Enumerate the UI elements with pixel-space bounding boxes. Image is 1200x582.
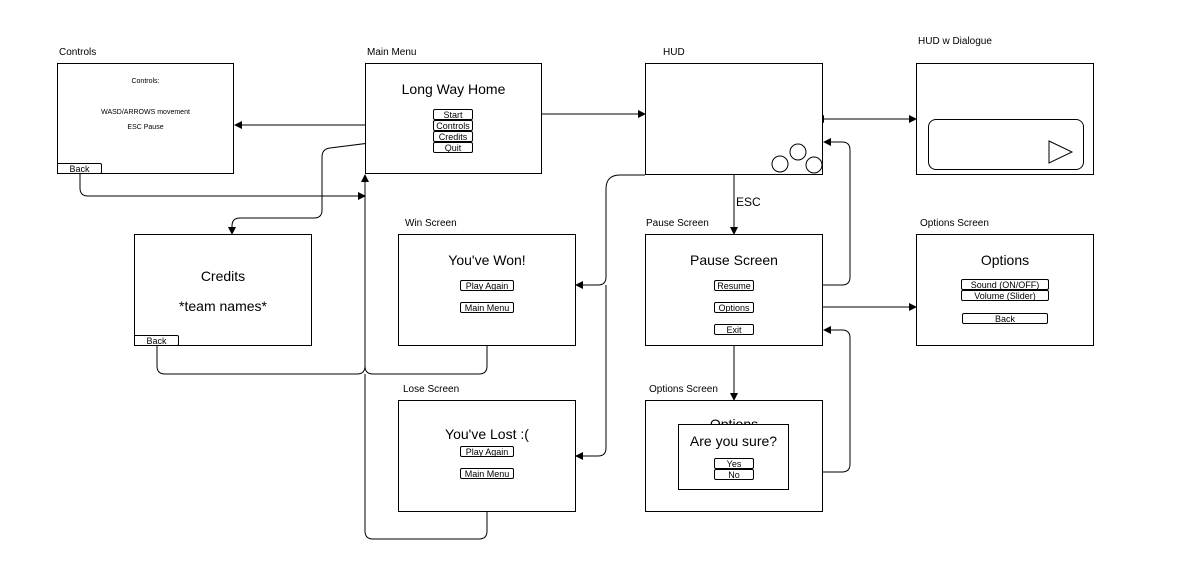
arrow-resume-to-hud — [753, 138, 851, 286]
lose-caption: Lose Screen — [403, 384, 460, 395]
confirm-caption: Options Screen — [649, 384, 718, 395]
start-button[interactable]: Start — [433, 109, 473, 120]
hud-circles — [771, 143, 823, 174]
confirm-question: Are you sure? — [689, 433, 778, 449]
main-menu-caption: Main Menu — [367, 47, 417, 58]
win-play-again-button[interactable]: Play Again — [460, 280, 514, 291]
arrow-hud-to-win — [575, 174, 645, 289]
sound-toggle-button[interactable]: Sound (ON/OFF) — [961, 279, 1049, 290]
controls-movement-text: WASD/ARROWS movement — [101, 109, 190, 116]
hud-circle-icon — [805, 156, 823, 174]
main-menu-title: Long Way Home — [401, 81, 506, 97]
controls-caption: Controls — [59, 47, 97, 58]
controls-button[interactable]: Controls — [433, 120, 473, 131]
options-caption: Options Screen — [920, 218, 989, 229]
options-title: Options — [980, 252, 1030, 268]
hud-caption: HUD — [663, 47, 685, 58]
win-main-menu-button[interactable]: Main Menu — [460, 302, 514, 313]
esc-label: ESC — [736, 195, 761, 209]
arrow-credits-back-to-main — [156, 174, 369, 375]
hud-dialogue-caption: HUD w Dialogue — [918, 36, 992, 47]
win-title: You've Won! — [448, 252, 526, 268]
arrow-win-main-to-main — [364, 313, 488, 375]
lose-screen: You've Lost :( Play Again Main Menu — [398, 400, 576, 512]
lose-play-again-button[interactable]: Play Again — [460, 446, 514, 457]
controls-heading: Controls: — [131, 78, 160, 85]
exit-button[interactable]: Exit — [714, 324, 754, 335]
arrow-credits-to-credits-screen — [228, 134, 434, 235]
options-back-button[interactable]: Back — [962, 313, 1048, 324]
pause-options-button[interactable]: Options — [714, 302, 754, 313]
credits-button[interactable]: Credits — [433, 131, 473, 142]
credits-title: Credits — [200, 268, 246, 284]
resume-button[interactable]: Resume — [714, 280, 754, 291]
controls-back-button[interactable]: Back — [57, 163, 102, 174]
arrow-controls-back-to-main — [79, 174, 366, 200]
hud-dialogue-screen — [916, 63, 1094, 175]
confirm-screen: Options Are you sure? Yes No — [645, 400, 823, 512]
credits-back-button[interactable]: Back — [134, 335, 179, 346]
win-caption: Win Screen — [405, 218, 457, 229]
confirm-dialog: Are you sure? Yes No — [678, 424, 789, 490]
credits-team-names: *team names* — [179, 298, 267, 314]
volume-slider[interactable]: Volume (Slider) — [961, 290, 1049, 301]
arrow-lose-main-to-main — [364, 374, 488, 540]
win-screen: You've Won! Play Again Main Menu — [398, 234, 576, 346]
confirm-no-button[interactable]: No — [714, 469, 754, 480]
play-triangle-icon[interactable] — [1048, 140, 1074, 164]
arrow-no-to-pause — [781, 326, 851, 473]
credits-screen: Credits *team names* Back — [134, 234, 312, 346]
controls-screen: Controls: WASD/ARROWS movement ESC Pause… — [57, 63, 234, 174]
dialogue-box — [928, 119, 1084, 170]
quit-button[interactable]: Quit — [433, 142, 473, 153]
main-menu-screen: Long Way Home Start Controls Credits Qui… — [365, 63, 542, 174]
controls-pause-text: ESC Pause — [127, 124, 164, 131]
pause-caption: Pause Screen — [646, 218, 709, 229]
options-screen: Options Sound (ON/OFF) Volume (Slider) B… — [916, 234, 1094, 346]
confirm-yes-button[interactable]: Yes — [714, 458, 754, 469]
hud-screen — [645, 63, 823, 175]
lose-main-menu-button[interactable]: Main Menu — [460, 468, 514, 479]
lose-title: You've Lost :( — [445, 426, 529, 442]
arrow-hud-to-lose — [575, 285, 607, 460]
hud-circle-icon — [789, 143, 807, 161]
hud-circle-icon — [771, 155, 789, 173]
pause-screen: Pause Screen Resume Options Exit — [645, 234, 823, 346]
pause-title: Pause Screen — [690, 252, 778, 268]
